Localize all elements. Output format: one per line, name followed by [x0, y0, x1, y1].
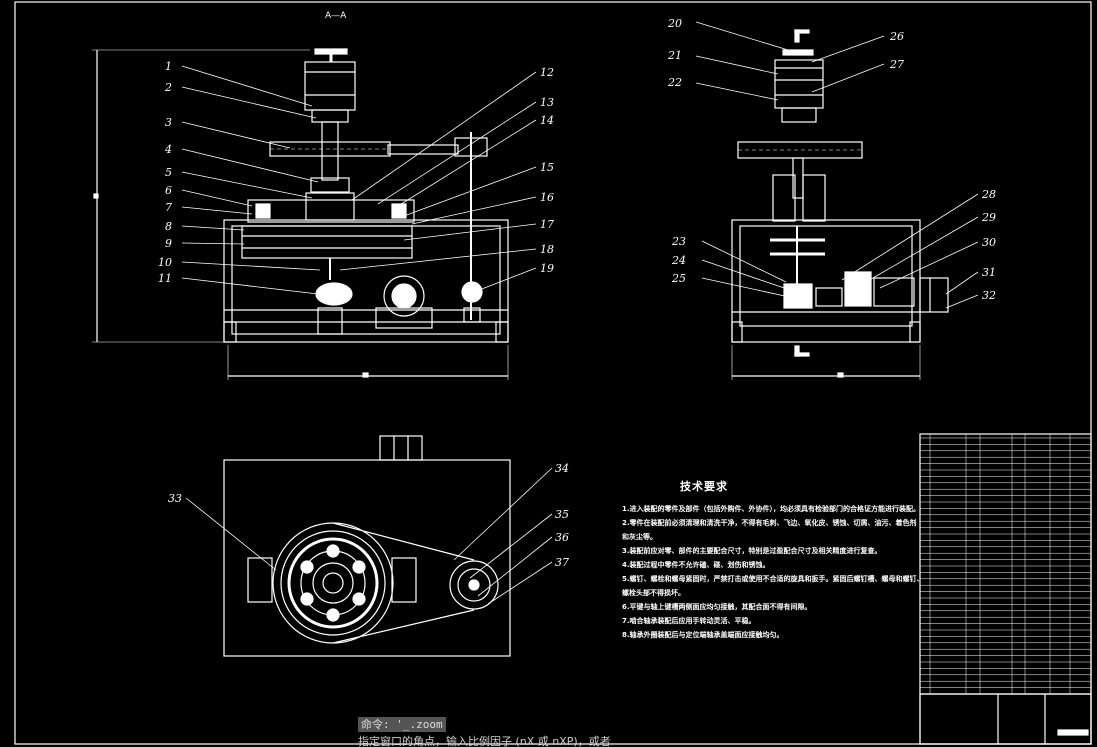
callout-label-34: 34 — [555, 462, 569, 475]
side-view-callouts: 20 21 22 26 27 28 29 30 23 24 25 31 32 — [667, 17, 996, 309]
callout-leader — [945, 294, 979, 309]
callout-leader — [945, 271, 979, 295]
callout-label-3: 3 — [165, 116, 172, 129]
callout-label-21: 21 — [667, 49, 682, 62]
tech-item: 3.装配前应对零、部件的主要配合尺寸，特别是过盈配合尺寸及相关精度进行复查。 — [622, 547, 882, 555]
callout-leader — [701, 277, 795, 299]
callout-label-30: 30 — [982, 236, 996, 249]
callout-label-36: 36 — [555, 531, 569, 544]
tech-item: 7.啮合轴承装配后应用手转动灵活、平稳。 — [622, 617, 756, 625]
tech-item: 5.螺钉、螺栓和螺母紧固时，严禁打击或使用不合适的旋具和扳手。紧固后螺钉槽、螺母… — [622, 575, 924, 583]
callout-leader — [181, 189, 253, 207]
callout-leader — [701, 240, 787, 283]
tech-item: 6.平键与轴上键槽两侧面应均匀接触，其配合面不得有间隙。 — [622, 603, 812, 611]
callout-leader — [181, 148, 319, 183]
plan-view-callouts: 33 34 35 36 37 — [168, 462, 569, 605]
callout-leader — [181, 206, 253, 215]
callout-label-4: 4 — [164, 143, 172, 156]
callout-label-35: 35 — [555, 508, 569, 521]
callout-leader — [377, 101, 537, 205]
callout-leader — [811, 63, 885, 93]
tech-item: 2.零件在装配前必须清理和清洗干净，不得有毛刺、飞边、氧化皮、锈蚀、切屑、油污、… — [622, 519, 917, 527]
callout-leader — [181, 242, 245, 245]
callout-leader — [181, 121, 291, 149]
callout-label-11: 11 — [158, 272, 172, 285]
tech-requirements-list: 1.进入装配的零件及部件（包括外购件、外协件），均必须具有检验部门的合格证方能进… — [622, 502, 924, 642]
callout-leader — [403, 223, 537, 241]
callout-label-13: 13 — [540, 96, 554, 109]
callout-leader — [351, 71, 537, 201]
callout-leader — [411, 196, 537, 225]
callout-leader — [695, 21, 789, 51]
callout-leader — [181, 225, 245, 231]
parts-list-table — [919, 433, 1092, 745]
callout-label-22: 22 — [667, 76, 682, 89]
callout-label-28: 28 — [981, 188, 996, 201]
command-line-history: 命令: '_.zoom — [358, 717, 446, 732]
callout-leader — [701, 259, 791, 291]
callout-label-7: 7 — [165, 201, 172, 214]
callout-label-2: 2 — [164, 81, 172, 94]
callout-leader — [181, 171, 313, 199]
callout-label-31: 31 — [982, 266, 996, 279]
callout-label-10: 10 — [158, 256, 172, 269]
callout-leader — [397, 119, 537, 207]
callout-label-16: 16 — [540, 191, 554, 204]
callout-leader — [487, 561, 553, 605]
tech-item: 1.进入装配的零件及部件（包括外购件、外协件），均必须具有检验部门的合格证方能进… — [622, 505, 921, 513]
tech-title: 技术要求 — [680, 480, 728, 493]
callout-label-1: 1 — [165, 60, 172, 73]
callout-label-8: 8 — [165, 220, 172, 233]
callout-label-19: 19 — [540, 262, 554, 275]
callout-label-14: 14 — [540, 114, 554, 127]
callout-leader — [473, 267, 537, 293]
callout-label-5: 5 — [165, 166, 172, 179]
callout-leader — [695, 55, 779, 75]
callout-label-15: 15 — [540, 161, 554, 174]
callout-label-33: 33 — [168, 492, 182, 505]
callout-leader — [181, 261, 321, 271]
command-prompt[interactable]: 指定窗口的角点，输入比例因子 (nX 或 nXP)，或者 — [358, 735, 611, 747]
side-view — [731, 29, 949, 380]
tech-item: 8.轴承外圈装配后与定位端轴承盖端面应接触均匀。 — [622, 631, 784, 639]
callout-label-32: 32 — [982, 289, 996, 302]
callout-label-12: 12 — [540, 66, 554, 79]
callout-leader — [811, 35, 885, 63]
tech-item: 4.装配过程中零件不允许磕、碰、划伤和锈蚀。 — [622, 561, 770, 569]
callout-leader — [865, 216, 979, 283]
callout-leader — [181, 277, 319, 295]
section-label: A—A — [325, 11, 347, 21]
callout-label-23: 23 — [671, 235, 686, 248]
callout-leader — [841, 193, 979, 281]
callout-label-37: 37 — [555, 556, 569, 569]
callout-leader — [181, 86, 317, 119]
callout-label-6: 6 — [165, 184, 172, 197]
callout-leader — [477, 536, 553, 597]
callout-leader — [403, 166, 537, 217]
sheet-border — [14, 1, 1092, 745]
callout-label-24: 24 — [671, 254, 686, 267]
callout-label-20: 20 — [667, 17, 682, 30]
callout-leader — [469, 513, 553, 579]
callout-leader — [181, 65, 313, 107]
callout-label-29: 29 — [981, 211, 996, 224]
callout-leader — [695, 82, 779, 101]
callout-label-18: 18 — [540, 243, 554, 256]
tech-item: 和灰尘等。 — [622, 533, 657, 541]
callout-label-27: 27 — [889, 58, 904, 71]
callout-label-9: 9 — [165, 237, 172, 250]
callout-leader — [185, 497, 277, 571]
tech-item: 螺栓头部不得损坏。 — [622, 589, 685, 597]
callout-label-26: 26 — [889, 30, 904, 43]
callout-label-17: 17 — [540, 218, 554, 231]
callout-label-25: 25 — [671, 272, 686, 285]
callout-leader — [339, 248, 537, 271]
main-section-view: A—A — [92, 11, 509, 380]
callout-leader — [453, 467, 553, 561]
plan-view — [223, 435, 511, 657]
callout-leader — [879, 241, 979, 289]
